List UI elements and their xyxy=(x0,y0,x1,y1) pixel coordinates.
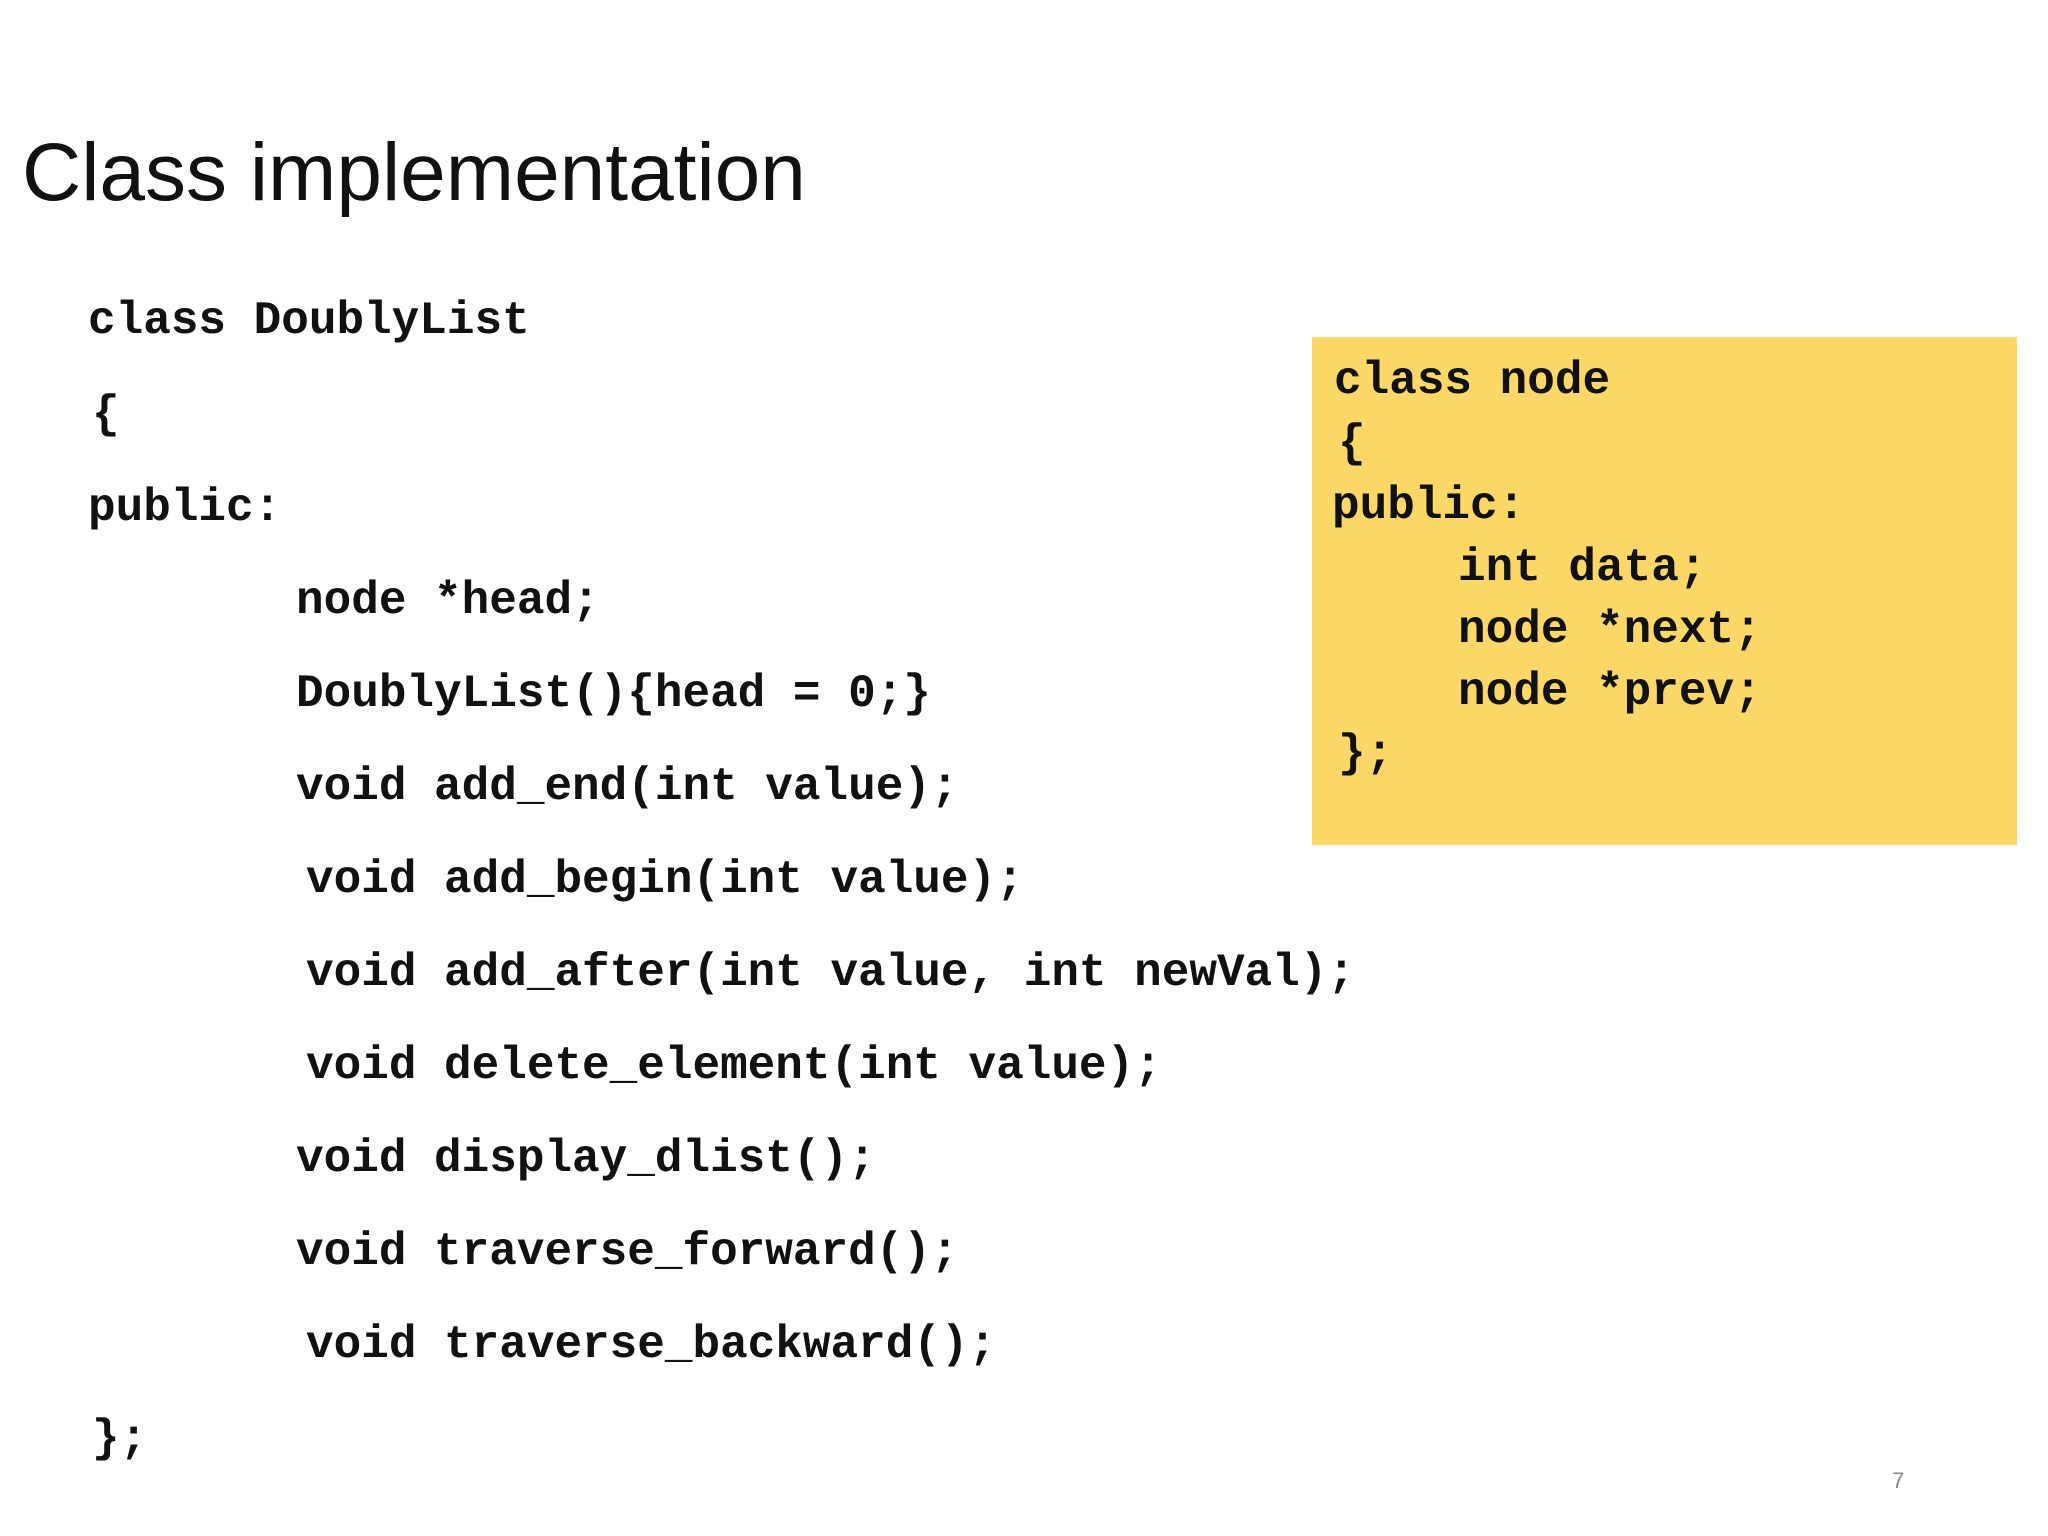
node-code-line: node *next; xyxy=(1458,604,1762,656)
code-line: DoublyList(){head = 0;} xyxy=(296,668,931,720)
code-line: class DoublyList xyxy=(88,295,530,347)
node-code-line: }; xyxy=(1338,728,1394,780)
code-line: void traverse_forward(); xyxy=(296,1226,959,1278)
code-line: void traverse_backward(); xyxy=(306,1319,997,1371)
code-line: void display_dlist(); xyxy=(296,1133,876,1185)
code-line: { xyxy=(92,389,120,441)
node-code-line: int data; xyxy=(1458,542,1707,594)
node-code-line: class node xyxy=(1334,355,1611,407)
code-line: void add_begin(int value); xyxy=(306,854,1024,906)
node-code-line: { xyxy=(1338,418,1366,470)
code-line: void delete_element(int value); xyxy=(306,1040,1162,1092)
node-code-line: node *prev; xyxy=(1458,666,1762,718)
page-number: 7 xyxy=(1892,1468,1905,1493)
code-line: void add_end(int value); xyxy=(296,761,959,813)
slide-title: Class implementation xyxy=(22,127,806,218)
node-class-box: class node { public: int data; node *nex… xyxy=(1312,337,2017,845)
node-code-line: public: xyxy=(1332,480,1526,532)
code-line: public: xyxy=(88,482,282,534)
code-line: }; xyxy=(92,1413,148,1465)
code-line: node *head; xyxy=(296,575,600,627)
code-line: void add_after(int value, int newVal); xyxy=(306,947,1355,999)
